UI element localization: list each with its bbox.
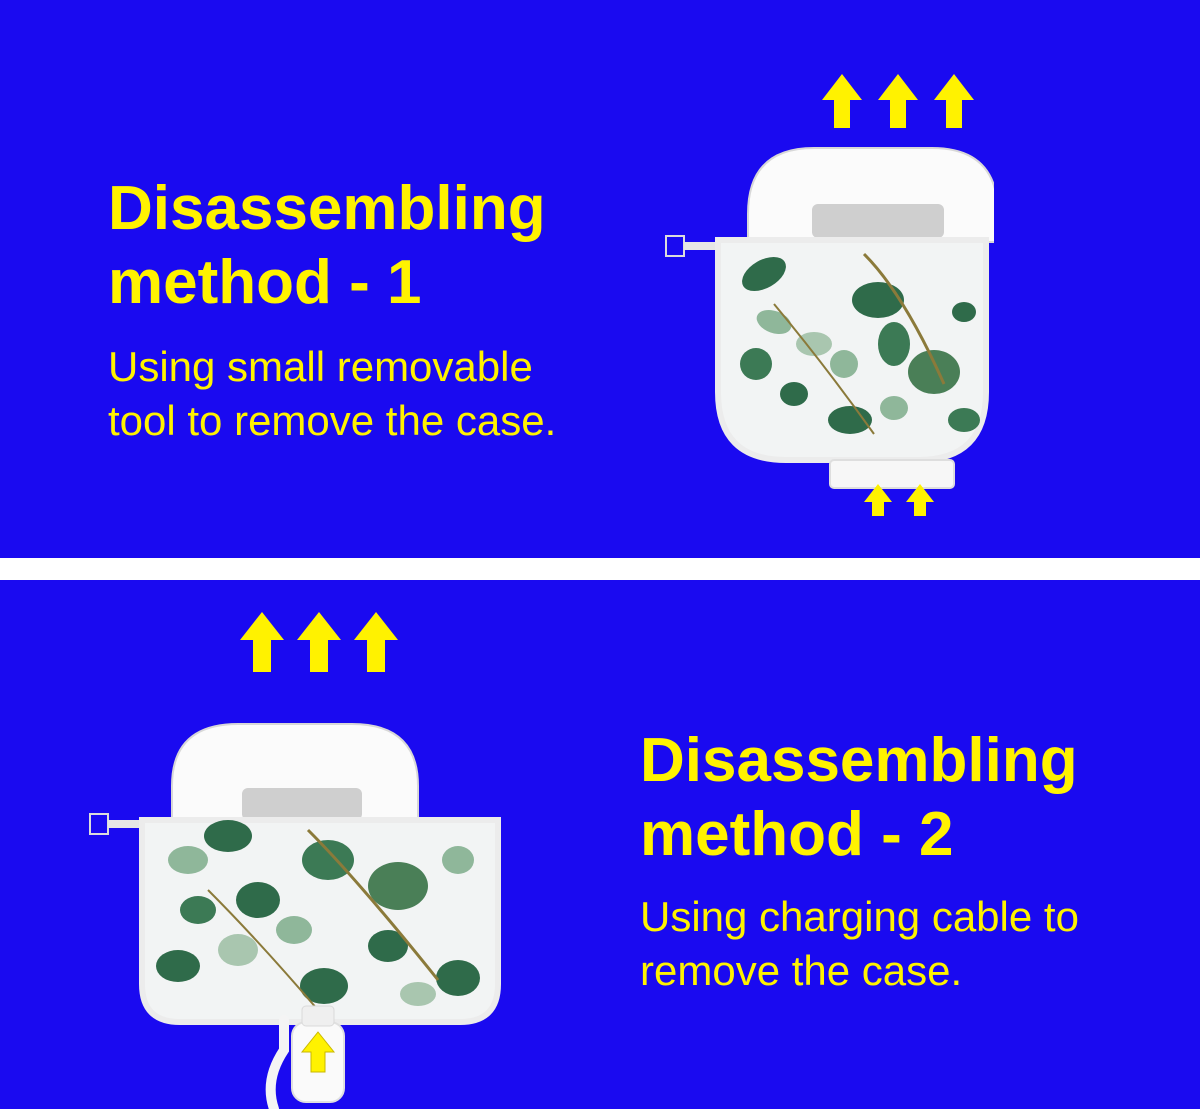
method-1-desc-line1: Using small removable xyxy=(108,343,533,390)
arrow-up-icon xyxy=(297,612,341,672)
leaf xyxy=(948,408,980,432)
charging-cable xyxy=(265,1005,345,1109)
arrow-up-icon xyxy=(354,612,398,672)
leaf xyxy=(236,882,280,918)
method-2-desc-line2: remove the case. xyxy=(640,947,963,994)
leaf xyxy=(276,916,312,944)
airpods-lid xyxy=(747,147,994,243)
leaf xyxy=(796,332,832,356)
leaf xyxy=(436,960,480,996)
arrow-up-icon xyxy=(300,1031,336,1073)
method-1-panel: Disassembling method - 1 Using small rem… xyxy=(0,0,1200,558)
leaf xyxy=(302,840,354,880)
leaf xyxy=(180,896,216,924)
airpods-case-image-1 xyxy=(664,64,994,524)
leaf xyxy=(740,348,772,380)
arrow-up-icon xyxy=(934,74,974,128)
leaf xyxy=(368,930,408,962)
method-2-title: Disassembling method - 2 xyxy=(640,724,1078,872)
method-1-title-line1: Disassembling xyxy=(108,174,546,243)
arrow-up-icon xyxy=(878,74,918,128)
case-body xyxy=(139,817,501,1025)
method-1-desc-line2: tool to remove the case. xyxy=(108,397,557,444)
method-2-title-line1: Disassembling xyxy=(640,726,1078,795)
leaf xyxy=(400,982,436,1006)
leaf xyxy=(852,282,904,318)
leaf xyxy=(218,934,258,966)
arrow-up-icon xyxy=(822,74,862,128)
panel-divider xyxy=(0,558,1200,580)
method-1-description: Using small removable tool to remove the… xyxy=(108,340,556,448)
method-2-description: Using charging cable to remove the case. xyxy=(640,890,1079,998)
leaf xyxy=(368,862,428,910)
arrow-up-icon xyxy=(864,484,892,516)
leaf xyxy=(878,322,910,366)
leaf xyxy=(908,350,960,394)
leaf xyxy=(204,820,252,852)
method-2-title-line2: method - 2 xyxy=(640,800,954,869)
method-1-title: Disassembling method - 1 xyxy=(108,172,546,320)
leaf xyxy=(442,846,474,874)
case-body xyxy=(715,237,989,463)
airpods-case-image-2 xyxy=(88,610,508,1109)
leaf xyxy=(830,350,858,378)
leaf xyxy=(742,256,786,292)
leaf xyxy=(880,396,908,420)
arrow-up-icon xyxy=(906,484,934,516)
method-1-title-line2: method - 1 xyxy=(108,248,422,317)
leaf xyxy=(300,968,348,1004)
leaf xyxy=(828,406,872,434)
leaf xyxy=(952,302,976,322)
leaf xyxy=(780,382,808,406)
method-2-desc-line1: Using charging cable to xyxy=(640,893,1079,940)
leaf xyxy=(156,950,200,982)
arrow-up-icon xyxy=(240,612,284,672)
airpods-lid xyxy=(171,723,419,823)
method-2-panel: Disassembling method - 2 Using charging … xyxy=(0,580,1200,1109)
leaf xyxy=(168,846,208,874)
